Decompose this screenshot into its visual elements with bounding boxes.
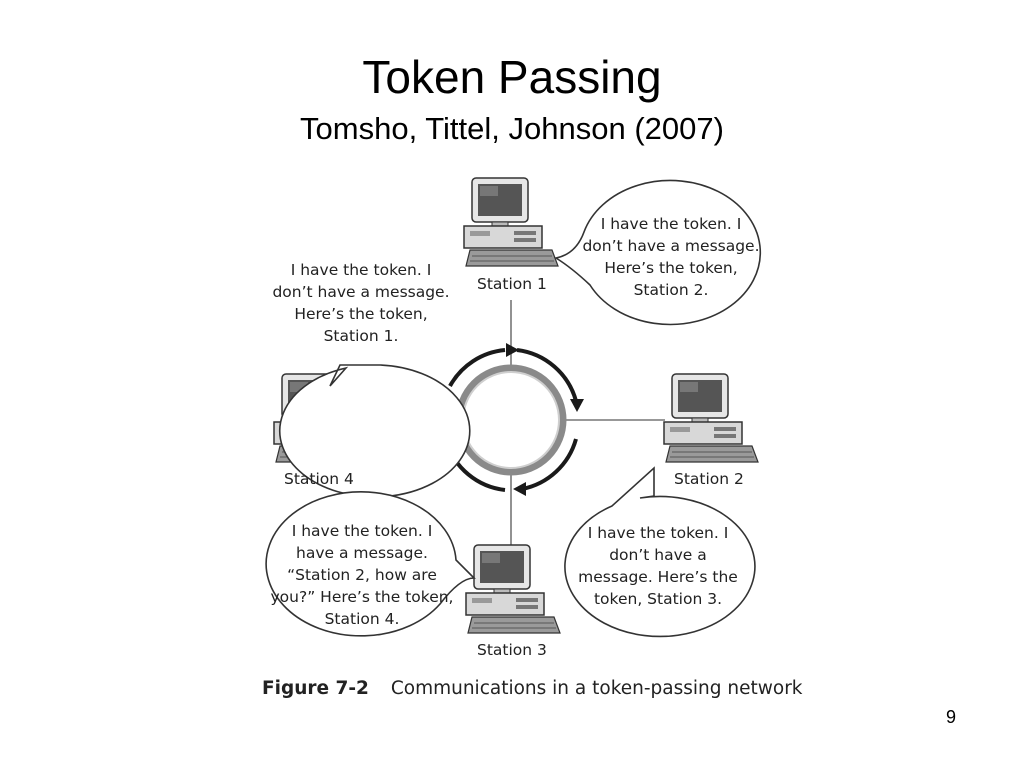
station2-computer-icon: [663, 373, 759, 463]
figure-caption-text: Communications in a token-passing networ…: [390, 678, 803, 699]
speech-bubble-station3: [265, 491, 476, 637]
slide-number: 9: [946, 707, 957, 727]
figure-caption: Figure 7-2 Communications in a token-pas…: [262, 678, 803, 699]
figure-number: Figure 7-2: [262, 678, 369, 699]
station2-label: Station 2: [674, 470, 744, 488]
bubble-text-station2: I have the token. I don’t have a message…: [578, 524, 738, 608]
token-ring: [455, 364, 567, 476]
station3-computer-icon: [465, 544, 561, 634]
speech-bubble-station2: [564, 466, 756, 638]
slide-title: Token Passing: [362, 51, 662, 103]
speech-bubble-station1: [553, 179, 762, 326]
bubble-text-station4: I have the token. I don’t have a message…: [272, 261, 450, 345]
bubble-text-station3: I have the token. I have a message. “Sta…: [270, 522, 454, 628]
station3-label: Station 3: [477, 641, 547, 659]
station1-computer-icon: [463, 177, 559, 267]
station4-label: Station 4: [284, 470, 354, 488]
bubble-text-station1: I have the token. I don’t have a message…: [582, 215, 760, 299]
station1-label: Station 1: [477, 275, 547, 293]
slide-subtitle: Tomsho, Tittel, Johnson (2007): [300, 111, 724, 146]
